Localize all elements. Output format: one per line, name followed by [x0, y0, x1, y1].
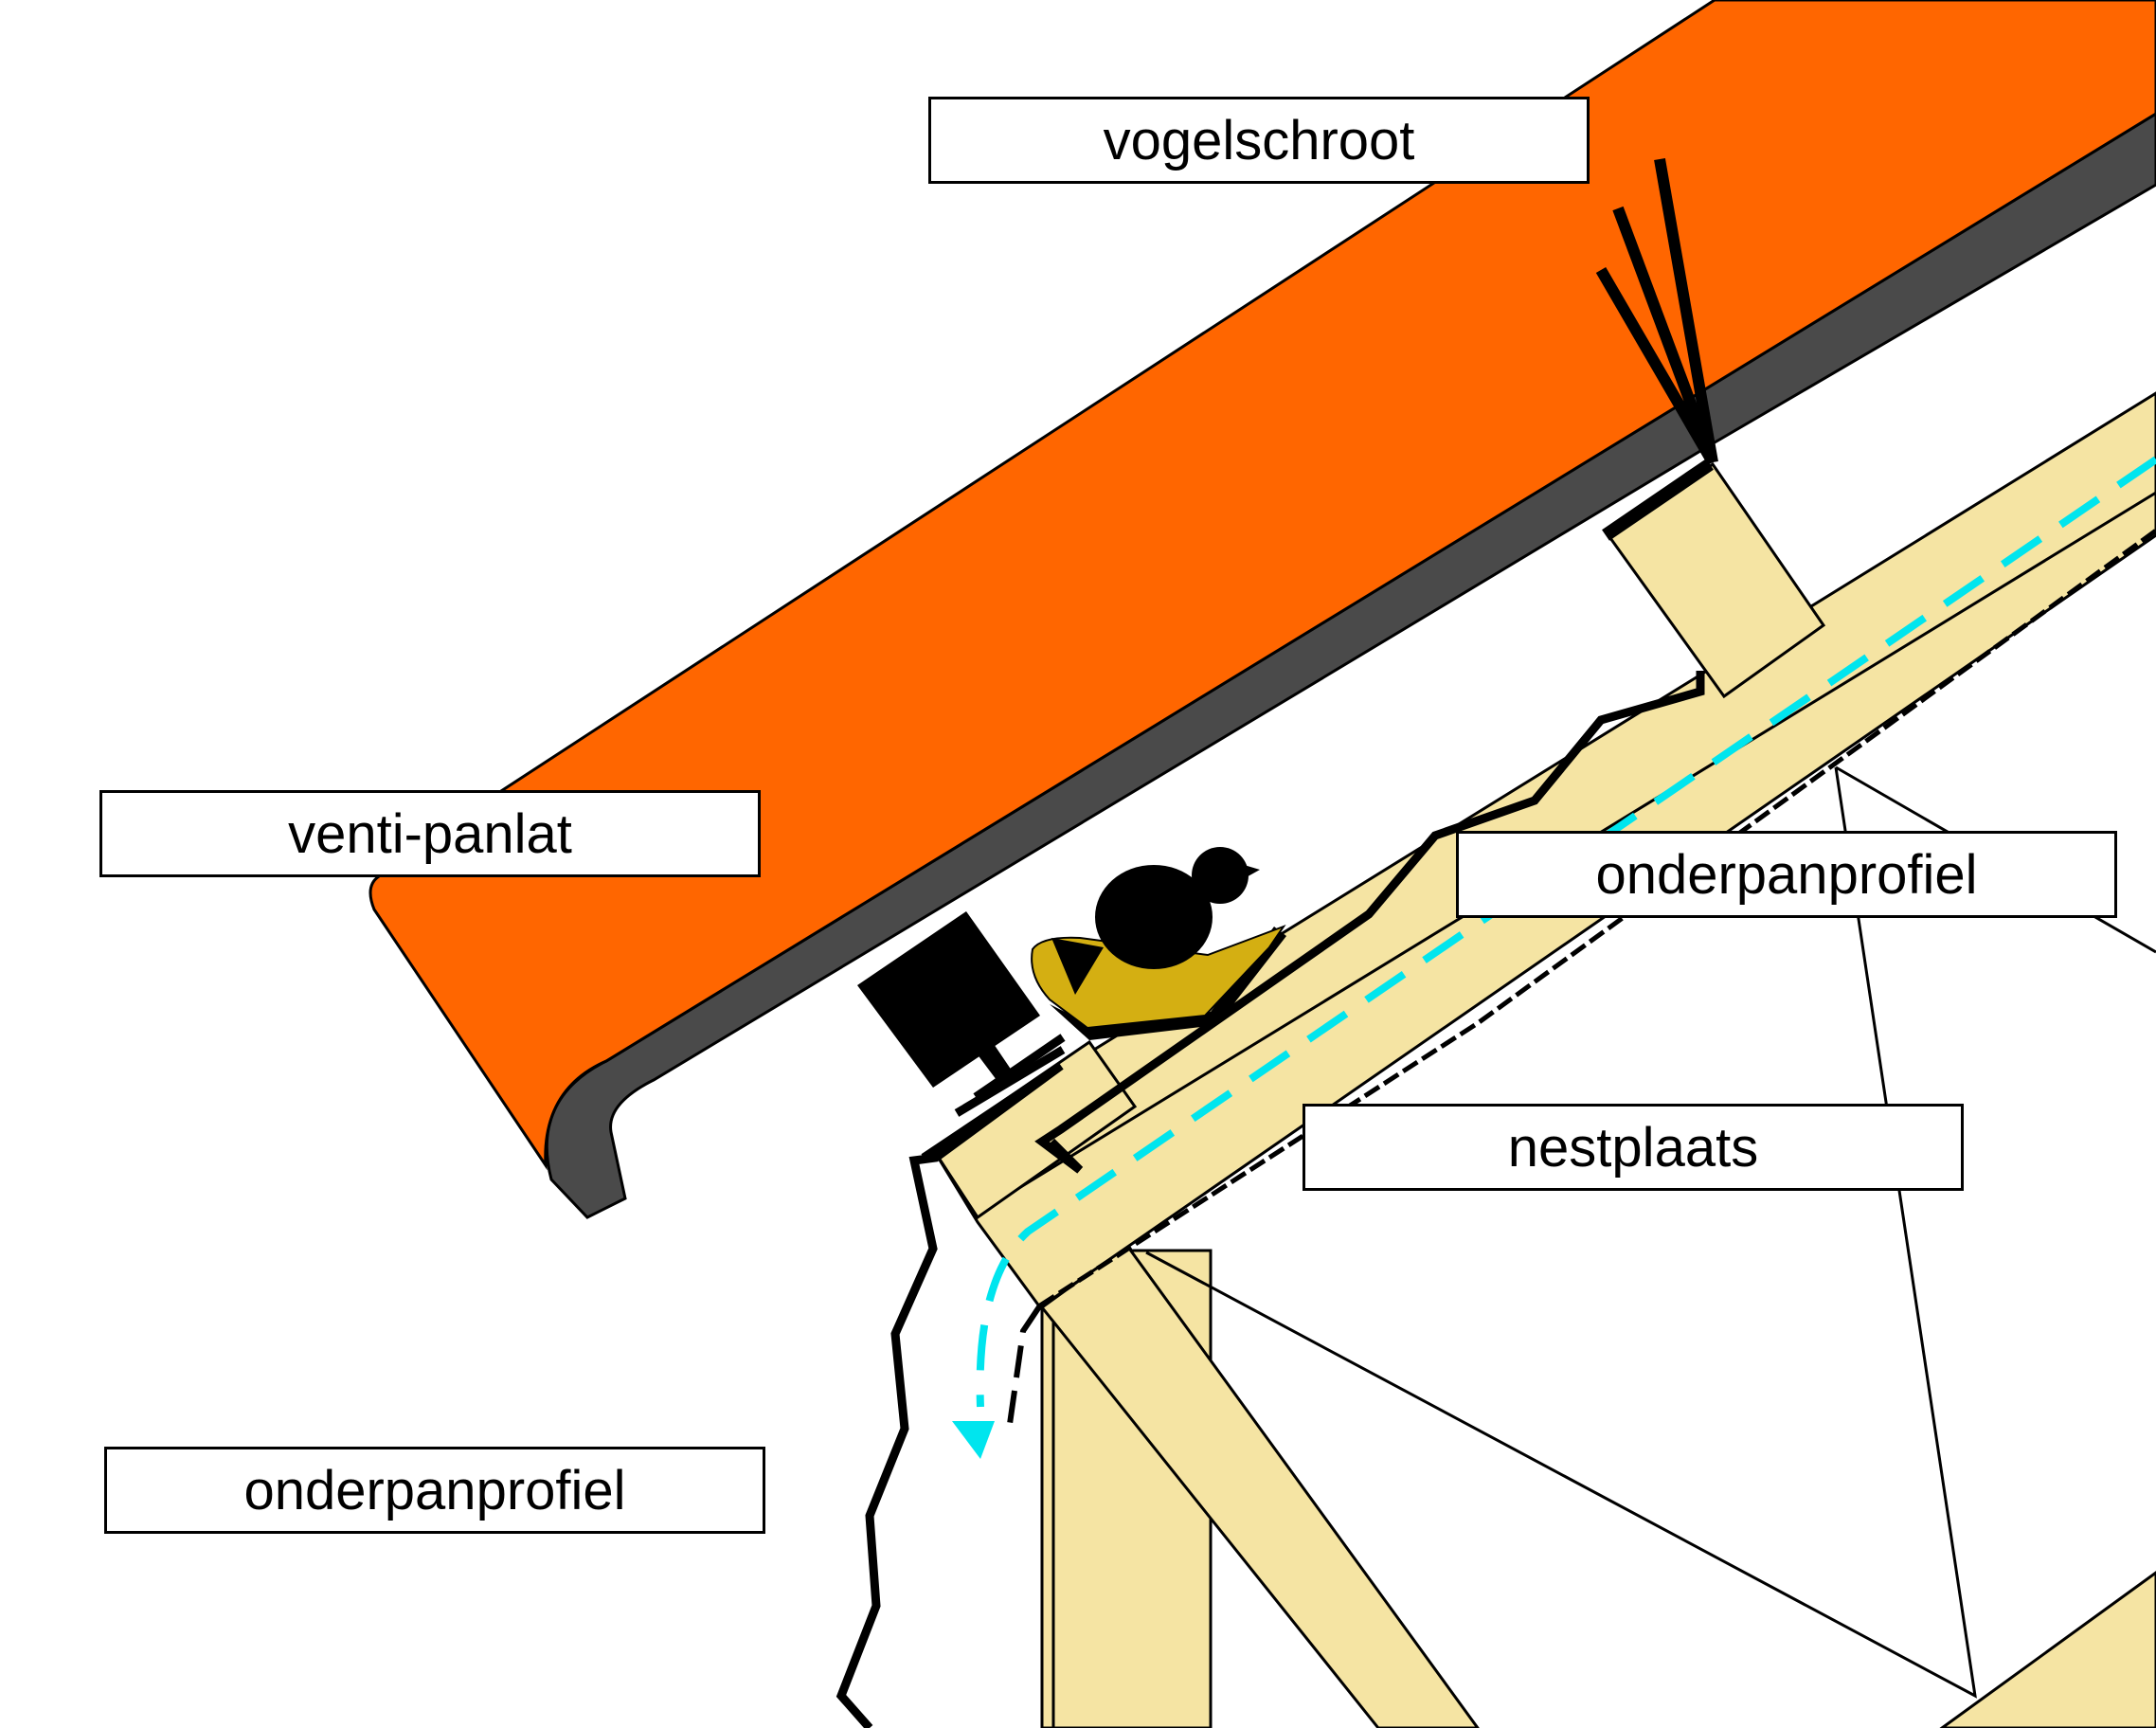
- venti-block: [857, 911, 1040, 1088]
- flashing-strip: [954, 1046, 1066, 1117]
- label-onderpanprofiel-left: onderpanprofiel: [104, 1447, 765, 1534]
- venti-foot: [974, 1038, 1012, 1080]
- label-venti-panlat-text: venti-panlat: [288, 802, 572, 865]
- airflow-arrow-icon: [952, 456, 2156, 1459]
- bird-icon: [1051, 847, 1260, 995]
- label-vogelschroot: vogelschroot: [928, 97, 1590, 184]
- nest-shadow: [1050, 927, 1286, 1040]
- bird-beak: [1241, 864, 1260, 879]
- bird-spikes-icon: [1595, 157, 1718, 466]
- spike: [1654, 157, 1718, 464]
- spike: [1612, 206, 1718, 465]
- lower-right-beam: [1939, 1571, 2156, 1728]
- onderpanprofiel-profile-left: [835, 1062, 1064, 1728]
- venti-panlat-block: [857, 911, 1040, 1088]
- bird-tail: [1051, 938, 1104, 995]
- spike: [1595, 266, 1718, 466]
- bird-body: [1095, 865, 1213, 969]
- airflow-arrowhead: [952, 1421, 995, 1459]
- label-onderpanprofiel-left-text: onderpanprofiel: [243, 1459, 626, 1521]
- label-vogelschroot-text: vogelschroot: [1103, 109, 1415, 171]
- label-onderpanprofiel-right-text: onderpanprofiel: [1595, 843, 1978, 906]
- label-venti-panlat: venti-panlat: [99, 790, 761, 877]
- truss-line: [1145, 766, 1977, 1699]
- underlay-dashed-line-drop: [1006, 1304, 1043, 1431]
- airflow-path: [976, 456, 2156, 1408]
- underlay-dashed-line: [1038, 528, 2156, 1308]
- label-nestplaats: nestplaats: [1303, 1104, 1964, 1191]
- flashing-strip: [973, 1034, 1066, 1101]
- flashing-strip-top: [1602, 459, 1714, 541]
- label-nestplaats-text: nestplaats: [1507, 1116, 1759, 1179]
- onderpanprofiel-profile-right: [1034, 671, 1705, 1174]
- bird-head: [1192, 847, 1249, 904]
- label-onderpanprofiel-right: onderpanprofiel: [1456, 831, 2117, 918]
